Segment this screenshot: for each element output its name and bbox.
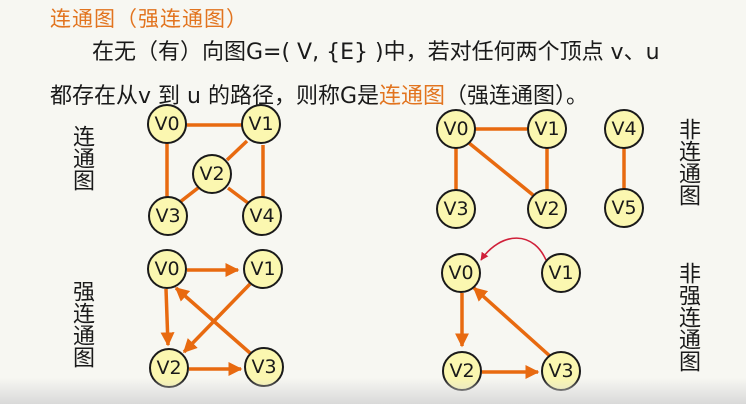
node-label-v3: V3 bbox=[548, 360, 573, 382]
node-v3 bbox=[148, 196, 188, 236]
node-v3 bbox=[436, 189, 476, 229]
node-v4 bbox=[604, 109, 644, 149]
connected-graph: V0 V1 V2 V3 V4 bbox=[147, 104, 282, 236]
node-label-v4: V4 bbox=[611, 118, 636, 140]
slide-title: 连通图（强连通图） bbox=[50, 7, 248, 31]
node-label-v0: V0 bbox=[443, 118, 468, 140]
edge-v0-v2 bbox=[467, 141, 535, 197]
definition-term-connected-graph: 连通图 bbox=[379, 84, 446, 109]
node-label-v3: V3 bbox=[155, 205, 180, 227]
label-strongly-connected-graph: 强连通图 bbox=[69, 280, 94, 368]
arc-v3-v0 bbox=[174, 286, 252, 355]
node-v0 bbox=[441, 253, 481, 293]
node-label-v1: V1 bbox=[248, 113, 273, 135]
bottom-shade bbox=[0, 378, 746, 404]
node-v2 bbox=[527, 189, 567, 229]
node-v0 bbox=[436, 109, 476, 149]
node-label-v1: V1 bbox=[534, 118, 559, 140]
node-v1 bbox=[541, 253, 581, 293]
node-v0 bbox=[147, 104, 187, 144]
edge-v1-v2 bbox=[225, 139, 249, 162]
node-label-v3: V3 bbox=[251, 356, 276, 378]
not-strongly-connected-graph: V0 V1 V2 V3 bbox=[441, 237, 581, 391]
arc-v1-v2 bbox=[182, 282, 252, 354]
arc-v3-v0 bbox=[472, 286, 553, 359]
node-label-v1: V1 bbox=[548, 262, 573, 284]
label-not-connected-graph: 非连通图 bbox=[675, 118, 700, 206]
arc-v0-v2 bbox=[160, 288, 175, 347]
node-v1 bbox=[243, 249, 283, 289]
label-connected-graph: 连通图 bbox=[69, 125, 94, 191]
edge-v2-v3 bbox=[178, 186, 200, 204]
node-v1 bbox=[241, 104, 281, 144]
strongly-connected-graph: V0 V1 V2 V3 bbox=[147, 249, 284, 388]
node-v0 bbox=[147, 249, 187, 289]
label-not-strongly-connected-graph: 非强连通图 bbox=[675, 262, 700, 372]
arc-v1-v0 bbox=[480, 237, 549, 266]
definition-line-2-suffix: （强连通图）。 bbox=[445, 84, 589, 109]
node-label-v0: V0 bbox=[154, 113, 179, 135]
node-label-v2: V2 bbox=[156, 357, 181, 379]
node-label-v5: V5 bbox=[611, 197, 636, 219]
node-label-v2: V2 bbox=[534, 198, 559, 220]
node-v1 bbox=[527, 109, 567, 149]
node-v4 bbox=[242, 196, 282, 236]
node-label-v2: V2 bbox=[449, 360, 474, 382]
node-label-v4: V4 bbox=[249, 205, 274, 227]
not-connected-graph: V0 V1 V2 V3 V4 V5 bbox=[436, 109, 644, 229]
node-label-v1: V1 bbox=[250, 258, 275, 280]
node-label-v3: V3 bbox=[443, 198, 468, 220]
definition-line-2: 都存在从v 到 u 的路径，则称G是连通图（强连通图）。 bbox=[50, 78, 588, 110]
node-label-v0: V0 bbox=[154, 258, 179, 280]
node-v2 bbox=[192, 154, 232, 194]
definition-line-1: 在无（有）向图G=( V, {E} )中，若对任何两个顶点 v、u bbox=[92, 40, 660, 65]
node-label-v0: V0 bbox=[448, 262, 473, 284]
definition-line-2-prefix: 都存在从v 到 u 的路径，则称G是 bbox=[50, 84, 379, 109]
edge-v2-v4 bbox=[226, 186, 250, 205]
node-v5 bbox=[604, 188, 644, 228]
node-label-v2: V2 bbox=[199, 163, 224, 185]
